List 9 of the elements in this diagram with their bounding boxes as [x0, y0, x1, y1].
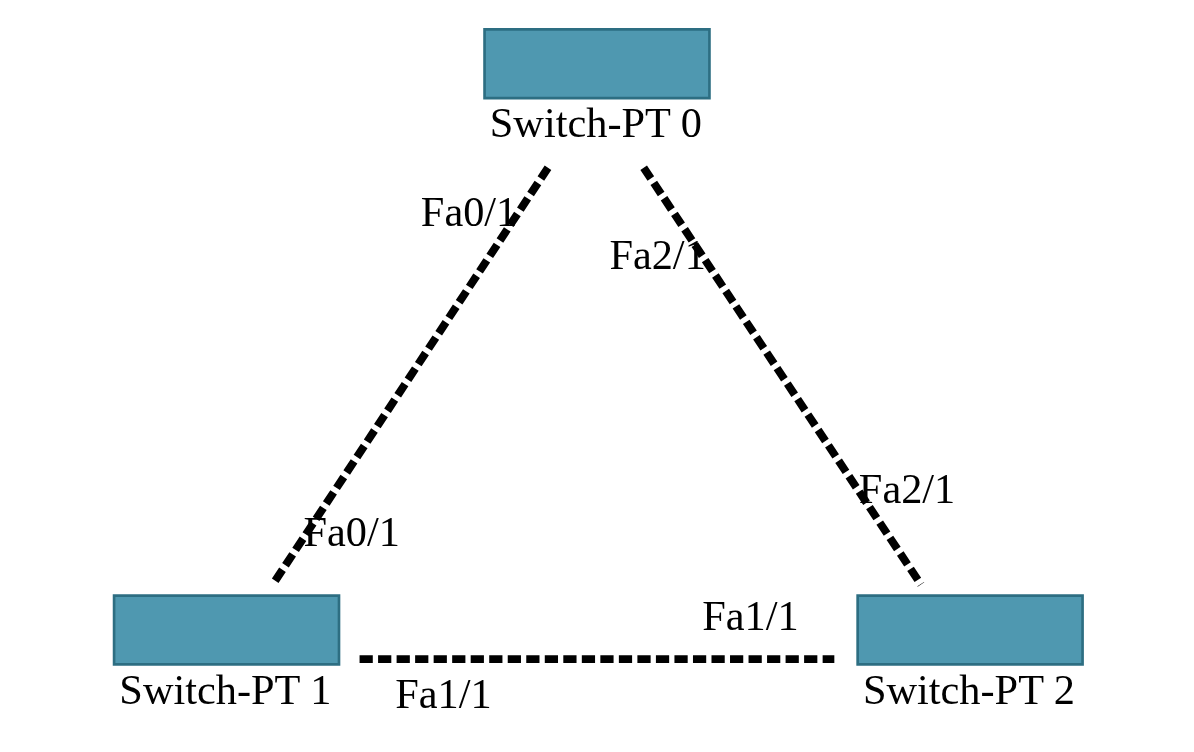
label: Fa2/1: [609, 231, 706, 279]
node-label: Switch-PT 2: [862, 665, 1075, 713]
node-label: Switch-PT 1: [119, 665, 332, 713]
label: Fa1/1: [702, 592, 799, 640]
label: Fa2/1: [858, 465, 956, 513]
label: Fa1/1: [395, 670, 492, 718]
connector: [640, 165, 925, 587]
label: Fa0/1: [420, 188, 518, 236]
node-label: Switch-PT 0: [489, 99, 702, 147]
